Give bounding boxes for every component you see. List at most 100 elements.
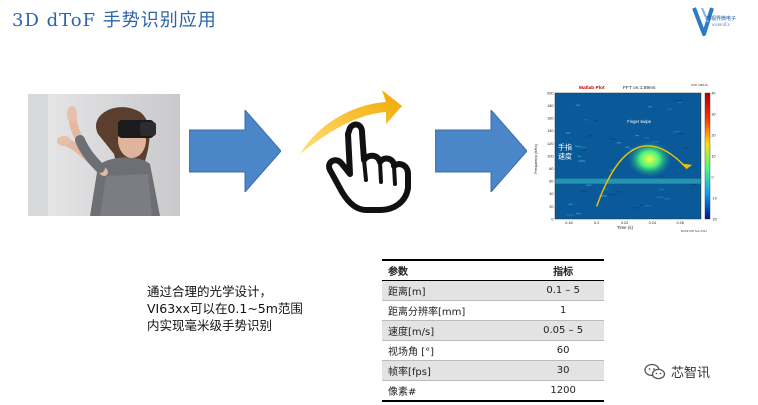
table-cell: 0.05 – 5 [522,321,604,341]
description-line: VI63xx可以在0.1~5m范围 [147,300,303,317]
table-cell: 距离[m] [382,281,522,301]
wechat-icon [644,363,666,381]
heatmap-noise [610,126,615,127]
y-tick-label: 140 [547,129,553,133]
heatmap-noise [625,147,629,148]
description-line: 通过合理的光学设计， [147,283,303,300]
heatmap-noise [578,156,581,157]
heatmap-noise [579,147,585,148]
plot-title-left: Matlab Plot [579,85,605,91]
watermark: 芯智讯 [644,362,710,381]
y-axis-label: Frequency (kHz) [533,144,538,174]
table-cell: 60 [522,341,604,361]
heatmap-noise [673,131,680,132]
heatmap-noise [667,109,671,110]
right-arrow-icon [435,110,527,192]
heatmap-noise [675,202,679,203]
table-cell: 距离分辨率[mm] [382,301,522,321]
table-header-row: 参数 指标 [382,260,604,281]
table-row: 视场角 [°] 60 [382,341,604,361]
heatmap-noise [610,108,616,109]
x-tick-label: 0.26 [676,221,683,225]
logo-company-name: 芯视界微电子 [706,15,736,22]
table-header: 参数 [382,260,522,281]
heatmap-noise [575,122,580,123]
heatmap-noise [633,207,639,208]
heatmap-noise [648,106,651,107]
y-tick-label: 0 [551,217,553,221]
heatmap-noise [569,204,573,205]
annotation-finger-swipe: Finger swipe [627,119,651,124]
x-tick-label: 0.24 [649,221,656,225]
colorbar [705,93,710,219]
table-row: 距离[m] 0.1 – 5 [382,281,604,301]
heatmap-noise [639,213,643,214]
heatmap-noise [616,191,622,192]
colorbar-tick-label: 10 [712,154,716,158]
heatmap-band [555,179,701,184]
y-tick-label: 60 [549,180,553,184]
heatmap-noise [659,176,664,177]
heatmap-noise [657,197,664,198]
table-row: 像素# 1200 [382,381,604,402]
heatmap-noise [579,190,586,191]
heatmap-noise [587,135,592,136]
spec-table: 参数 指标 距离[m] 0.1 – 5 距离分辨率[mm] 1 速度[m/s] … [382,259,604,402]
colorbar-tick-label: -10 [712,196,717,200]
description-line: 内实现毫米级手势识别 [147,317,303,334]
heatmap-noise [690,173,695,174]
table-cell: 速度[m/s] [382,321,522,341]
heatmap-noise [609,194,616,195]
heatmap-noise [566,132,571,133]
spectrogram-plot: Matlab Plot FFT on:1.59ms PSD (dB/Hz) Fr… [533,81,723,234]
heatmap-noise [690,184,697,185]
colorbar-tick-label: 0 [712,175,714,179]
table-cell: 像素# [382,381,522,402]
heatmap-noise [635,135,639,136]
y-tick-label: 20 [549,205,553,209]
overlay-finger-label: 手指 [558,143,572,152]
table-header: 指标 [522,260,604,281]
y-tick-label: 100 [547,154,553,158]
y-tick-label: 160 [547,117,553,121]
heatmap-noise [659,189,664,190]
heatmap-noise [617,142,621,143]
heatmap-noise [684,148,688,149]
heatmap-noise [678,133,685,134]
heatmap-noise [578,160,585,161]
plot-footer: MONITOR Nov 2021 [681,229,707,233]
heatmap-noise [664,198,670,199]
heatmap-noise [576,105,580,106]
heatmap-noise [581,150,586,151]
logo-subtitle: visionICs [712,22,730,27]
table-cell: 1 [522,301,604,321]
description-text: 通过合理的光学设计， VI63xx可以在0.1~5m范围 内实现毫米级手势识别 [147,283,303,334]
table-cell: 视场角 [°] [382,341,522,361]
colorbar-label: PSD (dB/Hz) [691,83,708,87]
y-tick-label: 200 [547,91,553,95]
heatmap-noise [586,185,591,186]
table-cell: 帧率[fps] [382,361,522,381]
heatmap-noise [584,119,588,120]
table-cell: 1200 [522,381,604,402]
colorbar-tick-label: -20 [712,217,717,221]
watermark-text: 芯智讯 [671,362,710,381]
heatmap-noise [644,205,651,206]
heatmap-noise [675,100,682,101]
x-tick-label: 0.18 [565,221,572,225]
x-tick-label: 0.2 [594,221,599,225]
table-row: 距离分辨率[mm] 1 [382,301,604,321]
heatmap-noise [662,106,666,107]
vr-user-photo [28,94,180,216]
heatmap-noise [664,209,667,210]
plot-title-right: FFT on:1.59ms [623,85,656,91]
x-axis-label: Time (s) [617,225,633,230]
table-row: 帧率[fps] 30 [382,361,604,381]
colorbar-tick-label: 20 [712,133,716,137]
x-tick-label: 0.22 [621,221,628,225]
heatmap-noise [678,153,686,154]
y-tick-label: 120 [547,142,553,146]
heatmap-noise [594,120,598,121]
table-row: 速度[m/s] 0.05 – 5 [382,321,604,341]
heatmap-noise [573,196,581,197]
